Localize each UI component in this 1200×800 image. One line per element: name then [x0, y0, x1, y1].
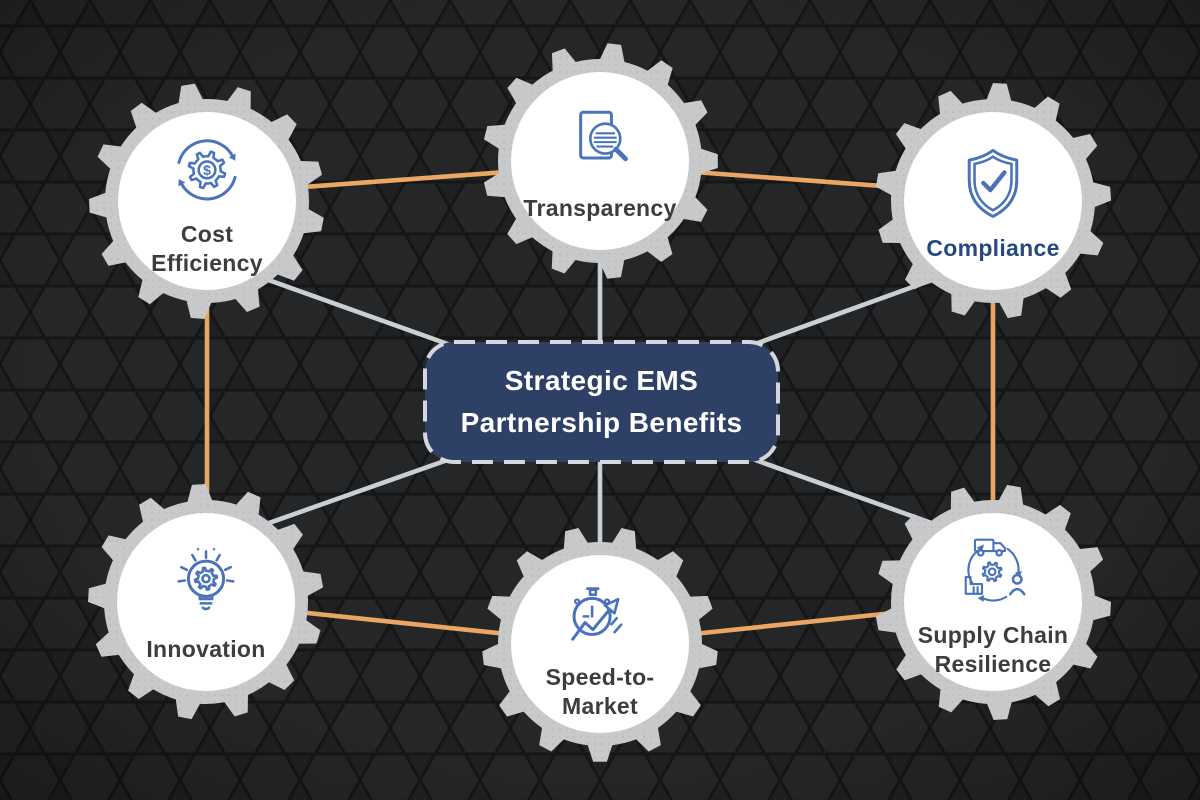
node-label: Compliance — [926, 235, 1060, 262]
logistics-cycle-icon — [964, 539, 1026, 603]
benefit-node-supply-chain-resilience: Supply Chain Resilience — [873, 482, 1113, 722]
node-label: Innovation — [146, 636, 266, 663]
node-label: Cost Efficiency — [151, 221, 263, 276]
node-label: Supply Chain Resilience — [917, 622, 1069, 677]
lightbulb-gear-icon — [177, 548, 235, 611]
diagram-title: Strategic EMS Partnership Benefits — [421, 338, 782, 466]
benefit-node-innovation: Innovation — [86, 482, 326, 722]
stopwatch-growth-arrow-icon — [571, 587, 623, 642]
diagram-title-line2: Partnership Benefits — [460, 407, 743, 438]
shield-check-icon — [967, 149, 1019, 219]
document-magnifier-icon — [579, 111, 628, 162]
benefit-node-cost-efficiency: $ Cost Efficiency — [87, 81, 327, 321]
diagram-title-line1: Strategic EMS — [504, 365, 699, 396]
benefit-node-compliance: Compliance — [873, 81, 1113, 321]
node-label: Transparency — [523, 195, 677, 222]
center-title-box: Strategic EMS Partnership Benefits — [421, 338, 782, 466]
dollar-gear-refresh-icon: $ — [177, 139, 237, 201]
node-label: Speed-to- Market — [545, 664, 655, 719]
svg-text:$: $ — [203, 163, 211, 179]
benefit-node-speed-to-market: Speed-to- Market — [480, 524, 720, 764]
benefit-node-transparency: Transparency — [480, 41, 720, 281]
